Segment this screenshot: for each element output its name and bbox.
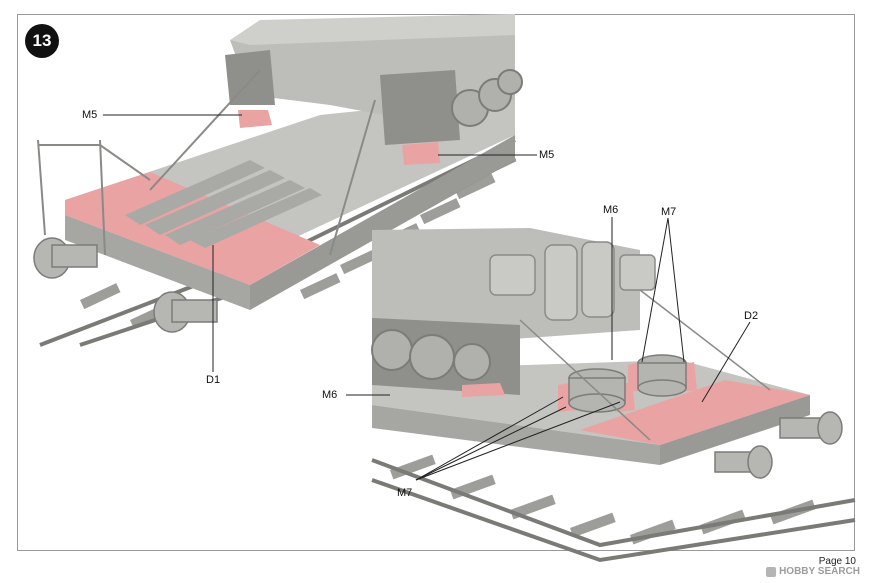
- callout-m7-top: M7: [661, 206, 677, 218]
- callout-leaders: [103, 114, 751, 481]
- upper-view-railcar: [33, 14, 523, 347]
- callout-m6-top: M6: [603, 204, 619, 216]
- callout-m5-right: M5: [539, 149, 555, 161]
- callout-d1: D1: [206, 374, 221, 386]
- page-number: Page 10: [818, 556, 856, 567]
- callout-d2: D2: [744, 310, 759, 322]
- step-number: 13: [32, 31, 52, 50]
- watermark: HOBBY SEARCH: [766, 566, 860, 577]
- lower-view-railcar: [371, 228, 856, 563]
- watermark-text: HOBBY SEARCH: [779, 566, 860, 577]
- step-number-badge: 13: [25, 24, 59, 58]
- callout-m7-bottom: M7: [397, 487, 413, 499]
- callout-m6-left: M6: [322, 389, 338, 401]
- watermark-logo-icon: [766, 566, 777, 577]
- callout-m5-upper: M5: [82, 109, 98, 121]
